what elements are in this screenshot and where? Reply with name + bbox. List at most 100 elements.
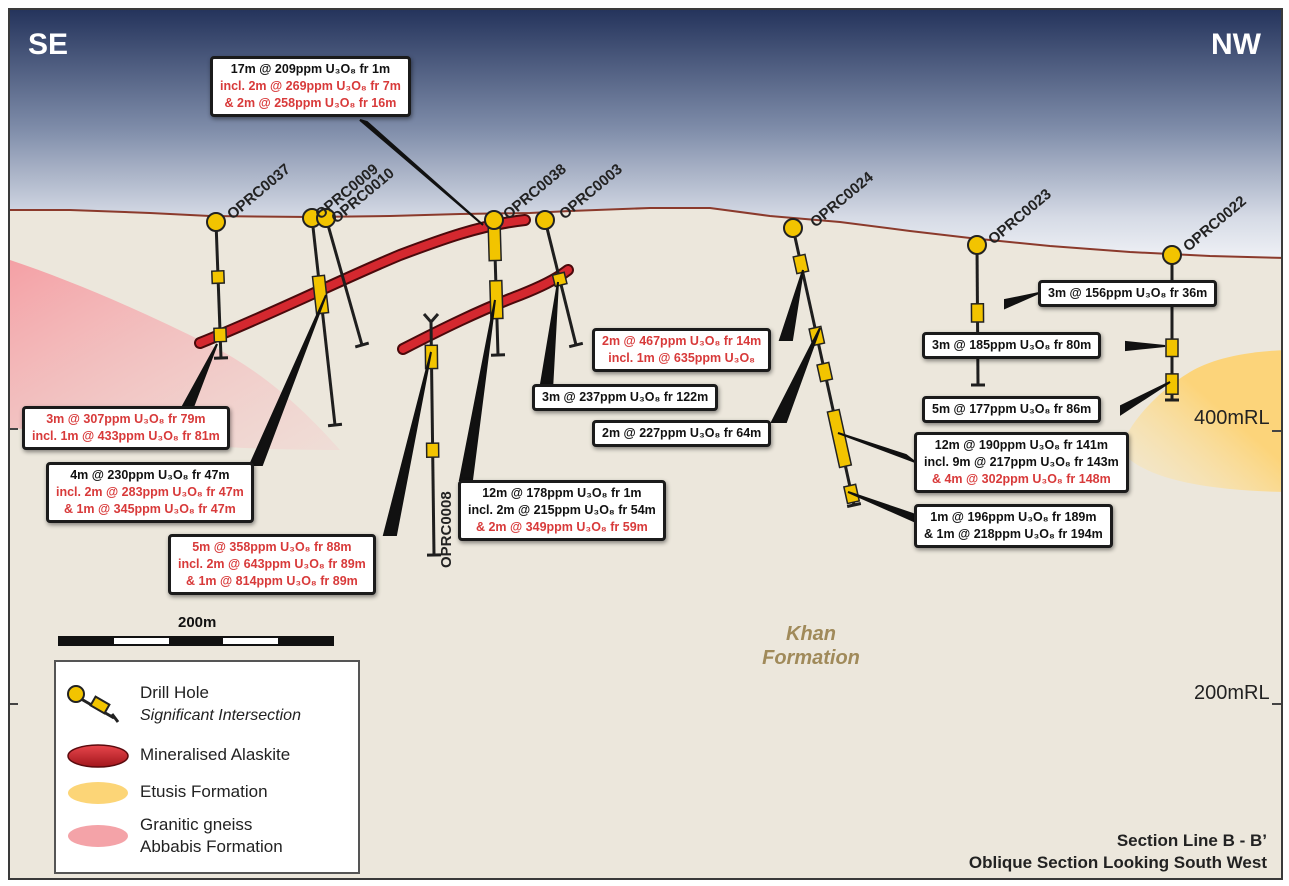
section-figure: SE NW 400mRL 200mRL Khan Formation OPRC0… — [8, 8, 1283, 880]
intersection-line: & 2m @ 349ppm U₃O₈ fr 59m — [475, 520, 648, 534]
rl-200-label: 200mRL — [1194, 682, 1270, 704]
intersection-line: incl. 9m @ 217ppm U₃O₈ fr 143m — [924, 455, 1119, 469]
alaskite-upper — [196, 216, 529, 347]
intersection-callout: 2m @ 467ppm U₃O₈ fr 14m incl. 1m @ 635ppm… — [592, 328, 772, 372]
intersection-line: incl. 2m @ 283ppm U₃O₈ fr 47m — [56, 485, 244, 499]
nw-direction-label: NW — [1211, 28, 1261, 61]
significant-intersection — [311, 274, 330, 315]
scale-segment — [277, 638, 333, 644]
collar-marker — [967, 235, 987, 255]
intersection-line: 5m @ 177ppm U₃O₈ fr 86m — [932, 402, 1092, 416]
drill-trace — [324, 217, 364, 346]
intersection-callout: 3m @ 185ppm U₃O₈ fr 80m — [922, 332, 1102, 359]
significant-intersection — [970, 303, 985, 323]
scale-segment — [223, 638, 278, 644]
legend-gneiss-line1: Granitic gneiss — [140, 815, 253, 834]
section-title-line2: Oblique Section Looking South West — [968, 853, 1267, 872]
significant-intersection — [213, 327, 228, 343]
etusis-swatch — [68, 782, 128, 804]
intersection-callout: 12m @ 178ppm U₃O₈ fr 1m incl. 2m @ 215ppm… — [458, 480, 666, 541]
scale-segment — [114, 638, 169, 644]
significant-intersection — [487, 227, 502, 262]
intersection-callout: 1m @ 196ppm U₃O₈ fr 189m & 1m @ 218ppm U₃… — [914, 504, 1113, 548]
intersection-line: 3m @ 156ppm U₃O₈ fr 36m — [1048, 286, 1208, 300]
intersection-line: 12m @ 190ppm U₃O₈ fr 141m — [934, 438, 1108, 452]
hole-end-cap — [568, 341, 584, 349]
significant-intersection — [425, 442, 440, 458]
scale-segment — [60, 638, 115, 644]
collar-marker — [484, 210, 504, 230]
intersection-line: & 1m @ 218ppm U₃O₈ fr 194m — [924, 527, 1103, 541]
drill-holes-layer — [206, 208, 1182, 557]
significant-intersection — [1165, 338, 1179, 358]
legend-gneiss-label: Granitic gneiss Abbabis Formation — [140, 814, 283, 858]
scale-segment — [168, 638, 224, 644]
significant-intersection — [211, 269, 226, 285]
intersection-line: 3m @ 237ppm U₃O₈ fr 122m — [542, 390, 709, 404]
khan-label-line2: Formation — [762, 647, 860, 669]
collar-marker — [535, 210, 555, 230]
legend-etusis-label: Etusis Formation — [140, 782, 268, 801]
scale-bar-label: 200m — [178, 614, 217, 631]
significant-intersection — [826, 408, 853, 469]
intersection-line: & 1m @ 814ppm U₃O₈ fr 89m — [185, 574, 358, 588]
intersection-callout: 2m @ 227ppm U₃O₈ fr 64m — [592, 420, 772, 447]
intersection-line: 17m @ 209ppm U₃O₈ fr 1m — [230, 62, 391, 76]
collar-marker — [783, 218, 803, 238]
legend-alaskite-label: Mineralised Alaskite — [140, 745, 291, 764]
intersection-callout: 12m @ 190ppm U₃O₈ fr 141m incl. 9m @ 217p… — [914, 432, 1129, 493]
intersection-line: & 1m @ 345ppm U₃O₈ fr 47m — [63, 502, 236, 516]
drill-trace — [310, 217, 337, 426]
section-title-line1: Section Line B - B’ — [1116, 831, 1267, 850]
drill-hole-oprc0023 — [967, 235, 987, 387]
khan-label-line1: Khan — [786, 623, 836, 645]
significant-intersection — [816, 361, 834, 383]
collar-marker — [316, 208, 336, 228]
intersection-callout: 3m @ 237ppm U₃O₈ fr 122m — [532, 384, 719, 411]
alaskite-swatch — [67, 744, 129, 768]
callout-leaders — [176, 119, 1171, 536]
drill-hole-icon — [67, 685, 120, 723]
legend-drill-hole-text: Drill Hole — [140, 683, 209, 702]
significant-intersection — [551, 271, 568, 288]
drill-hole-oprc0022 — [1162, 245, 1182, 402]
legend-intersection-text: Significant Intersection — [140, 707, 301, 724]
intersection-line: & 2m @ 258ppm U₃O₈ fr 16m — [224, 96, 397, 110]
intersection-line: 4m @ 230ppm U₃O₈ fr 47m — [70, 468, 230, 482]
intersection-line: 2m @ 227ppm U₃O₈ fr 64m — [602, 426, 762, 440]
section-title: Section Line B - B’ Oblique Section Look… — [969, 830, 1267, 874]
intersection-line: 3m @ 185ppm U₃O₈ fr 80m — [932, 338, 1092, 352]
legend-symbols — [67, 685, 129, 847]
intersection-line: & 4m @ 302ppm U₃O₈ fr 148m — [931, 472, 1111, 486]
legend: Drill Hole Significant Intersection Mine… — [54, 660, 360, 874]
significant-intersection — [792, 253, 810, 275]
khan-formation-label: Khan Formation — [736, 622, 886, 670]
se-direction-label: SE — [28, 28, 69, 61]
drill-hole-oprc0003 — [535, 210, 584, 349]
hole-start-marker — [422, 313, 440, 325]
scale-bar — [58, 636, 334, 646]
intersection-callout: 5m @ 177ppm U₃O₈ fr 86m — [922, 396, 1102, 423]
etusis-formation-body — [1120, 350, 1281, 492]
hole-label-oprc0008: OPRC0008 — [438, 491, 455, 568]
intersection-line: incl. 1m @ 635ppm U₃O₈ — [608, 351, 756, 365]
intersection-line: incl. 1m @ 433ppm U₃O₈ fr 81m — [32, 429, 220, 443]
hole-end-cap — [213, 356, 229, 360]
intersection-callout: 3m @ 156ppm U₃O₈ fr 36m — [1038, 280, 1218, 307]
granitic-gneiss-body — [10, 260, 340, 450]
hole-end-cap — [327, 422, 343, 428]
legend-drill-hole-label: Drill Hole Significant Intersection — [140, 682, 301, 727]
intersection-line: 2m @ 467ppm U₃O₈ fr 14m — [602, 334, 762, 348]
intersection-line: 5m @ 358ppm U₃O₈ fr 88m — [192, 540, 352, 554]
intersection-line: 1m @ 196ppm U₃O₈ fr 189m — [930, 510, 1097, 524]
intersection-line: incl. 2m @ 215ppm U₃O₈ fr 54m — [468, 503, 656, 517]
collar-marker — [1162, 245, 1182, 265]
drill-hole-oprc0010 — [316, 208, 370, 349]
rl-400-label: 400mRL — [1194, 407, 1270, 429]
legend-gneiss-line2: Abbabis Formation — [140, 837, 283, 856]
intersection-line: 12m @ 178ppm U₃O₈ fr 1m — [482, 486, 642, 500]
gneiss-swatch — [68, 825, 128, 847]
hole-end-cap — [846, 502, 862, 508]
drill-hole-oprc0009 — [302, 208, 343, 428]
